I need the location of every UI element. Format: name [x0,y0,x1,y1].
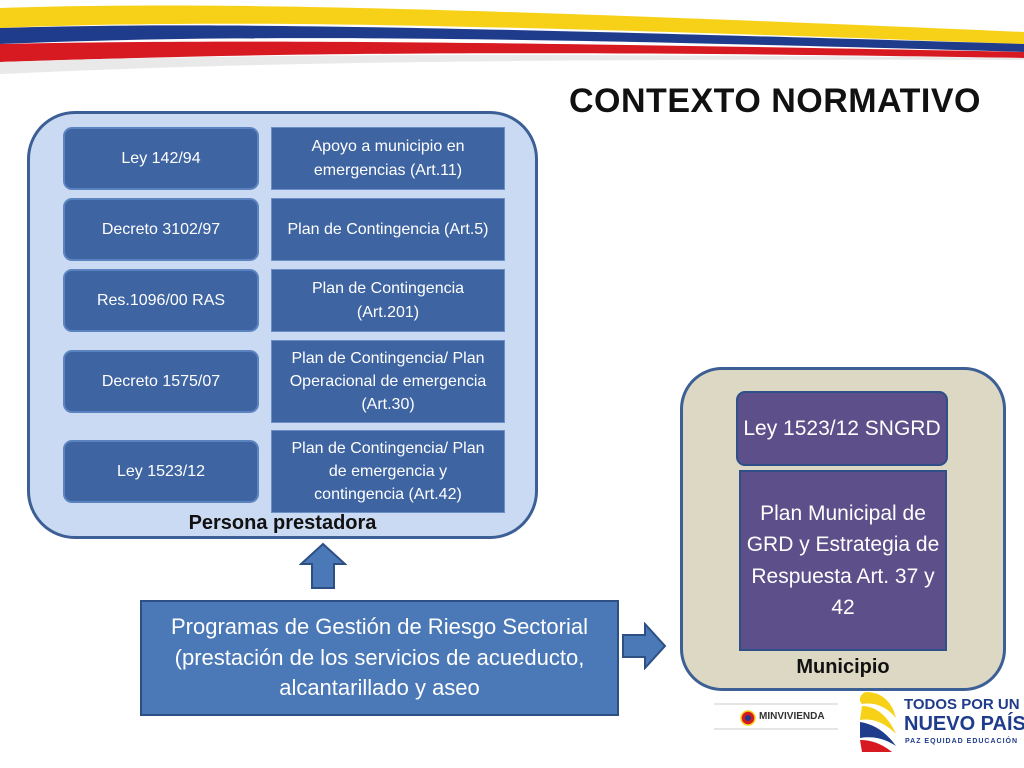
law-box-1: Ley 142/94 [63,127,259,190]
minvivienda-logo: MINVIVIENDA [714,703,838,730]
article-box-2: Plan de Contingencia (Art.5) [271,198,505,261]
programas-gestion-riesgo-box: Programas de Gestión de Riesgo Sectorial… [140,600,619,716]
article-box-1: Apoyo a municipio en emergencias (Art.11… [271,127,505,190]
colombia-seal-icon [740,710,756,726]
slogan-line-3: PAZ EQUIDAD EDUCACIÓN [905,738,1019,745]
blue-stripe [0,25,1024,52]
slogan-line-1: TODOS POR UN [904,696,1020,713]
article-box-5: Plan de Contingencia/ Plan de emergencia… [271,430,505,513]
grey-shadow-stripe [0,55,1024,74]
law-box-4: Decreto 1575/07 [63,350,259,413]
law-box-5: Ley 1523/12 [63,440,259,503]
red-stripe [0,41,1024,62]
article-box-4: Plan de Contingencia/ Plan Operacional d… [271,340,505,423]
plan-municipal-box: Plan Municipal de GRD y Estrategia de Re… [739,470,947,651]
slogan-line-2: NUEVO PAÍS [904,713,1024,735]
slide-title: CONTEXTO NORMATIVO [569,82,981,120]
minvivienda-label: MINVIVIENDA [759,711,825,722]
persona-prestadora-caption: Persona prestadora [188,512,377,534]
law-box-3: Res.1096/00 RAS [63,269,259,332]
flag-stripes-header [0,5,1024,74]
nuevo-pais-swoosh-icon [859,692,896,752]
law-box-2: Decreto 3102/97 [63,198,259,261]
sngrd-law-box: Ley 1523/12 SNGRD [736,391,948,466]
article-box-3: Plan de Contingencia (Art.201) [271,269,505,332]
right-arrow-icon [622,622,667,670]
up-arrow-icon [299,542,347,589]
yellow-stripe [0,5,1024,44]
municipio-caption: Municipio [796,656,890,678]
todos-por-un-nuevo-pais-logo: TODOS POR UN NUEVO PAÍS PAZ EQUIDAD EDUC… [856,688,1024,754]
